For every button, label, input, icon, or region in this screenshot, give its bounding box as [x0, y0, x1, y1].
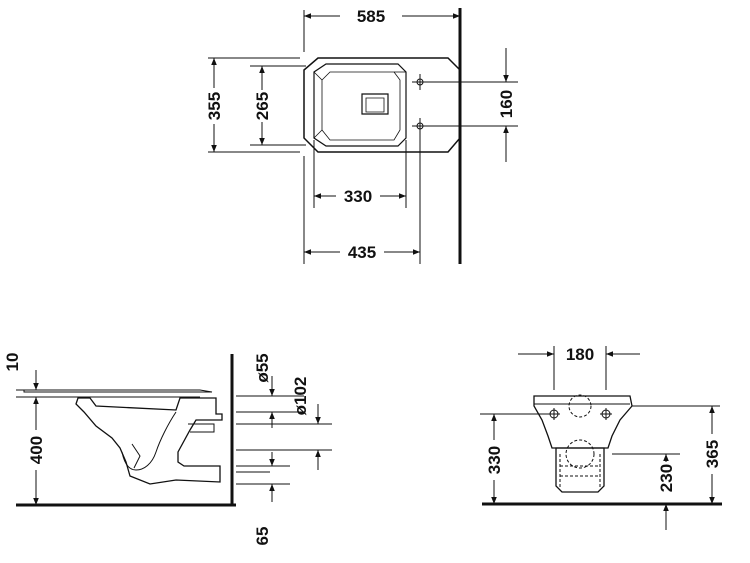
- bowl-inner-contour: [321, 71, 401, 141]
- front-pedestal-outline: [555, 447, 605, 493]
- front-view-labels: 180 330 230 365: [485, 345, 722, 492]
- dim-265-label: 265: [253, 92, 272, 120]
- dim-o102-label: ø102: [291, 377, 310, 416]
- front-fixing-icon: [548, 408, 612, 420]
- dim-180-label: 180: [566, 345, 594, 364]
- bowl-outline-inner: [313, 63, 407, 147]
- front-view: [480, 346, 722, 530]
- outlet-opening: [361, 93, 389, 115]
- dim-330-label: 330: [344, 187, 372, 206]
- dim-o55-label: ø55: [253, 353, 272, 382]
- dim-435-label: 435: [348, 243, 376, 262]
- fixing-point-icon: [412, 74, 428, 134]
- side-view-labels: 10 400 ø55 ø102 65: [3, 353, 310, 546]
- dim-230-label: 230: [657, 464, 676, 492]
- dim-365-label: 365: [703, 440, 722, 468]
- dim-355-label: 355: [205, 92, 224, 120]
- dim-585-label: 585: [357, 7, 385, 26]
- dim-65-label: 65: [253, 527, 272, 546]
- bowl-trap-curve: [121, 411, 177, 471]
- dim-330-front-label: 330: [485, 446, 504, 474]
- front-bowl-outline: [533, 395, 633, 449]
- hidden-lines: [559, 394, 601, 488]
- bowl-outline-outer: [303, 57, 461, 153]
- bowl-body-outline: [75, 397, 223, 485]
- dim-400-label: 400: [27, 436, 46, 464]
- side-view: [16, 354, 332, 507]
- dim-160-label: 160: [497, 90, 516, 118]
- dim-10-label: 10: [3, 353, 22, 372]
- top-view: [208, 8, 518, 264]
- top-view-labels: 585 355 265 160 330 435: [205, 7, 516, 262]
